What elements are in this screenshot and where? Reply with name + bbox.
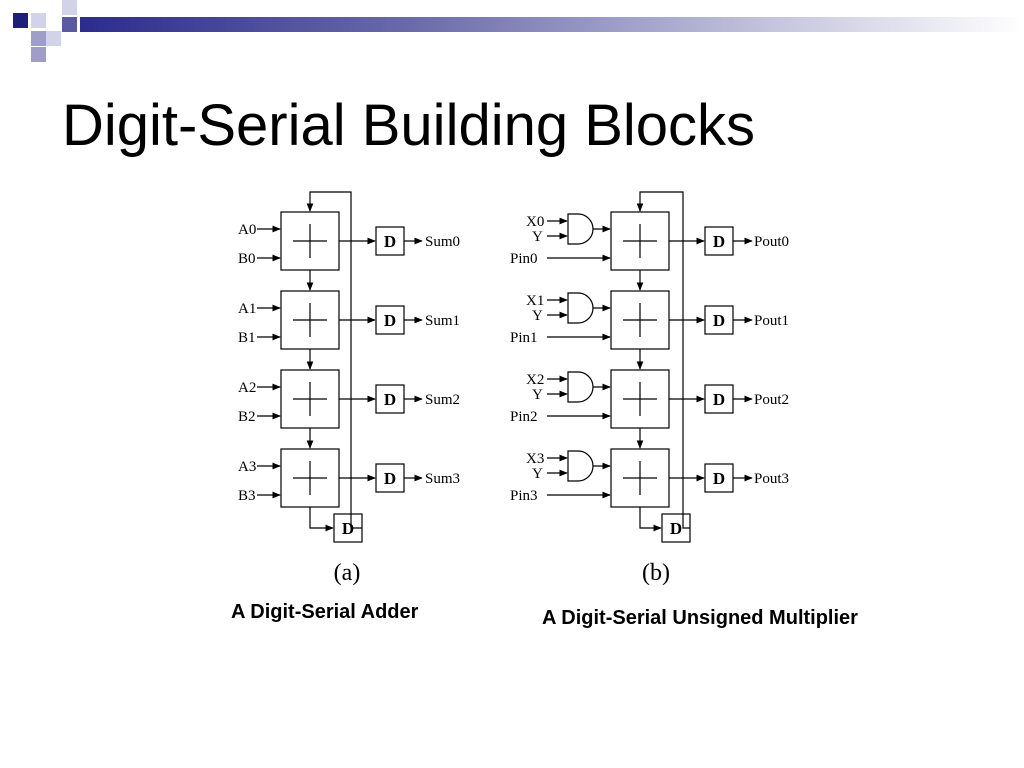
output-label: Pout3	[754, 471, 789, 487]
and-gate	[567, 450, 594, 482]
output-label: Sum2	[425, 392, 460, 408]
delay-label: D	[384, 232, 396, 251]
input-label-y: Y	[532, 387, 543, 403]
and-gate	[567, 292, 594, 324]
delay-box	[704, 305, 734, 335]
delay-box	[704, 226, 734, 256]
figure-label-a: (a)	[334, 560, 361, 586]
delay-label: D	[384, 469, 396, 488]
delay-label: D	[713, 311, 725, 330]
feedback-loop	[306, 191, 362, 529]
page-title: Digit-Serial Building Blocks	[62, 93, 756, 158]
input-label-pin: Pin3	[510, 488, 538, 504]
input-label-pin: Pin1	[510, 330, 538, 346]
corner-decoration	[13, 0, 77, 62]
input-label-y: Y	[532, 308, 543, 324]
input-label-pin: Pin2	[510, 409, 538, 425]
output-label: Pout2	[754, 392, 789, 408]
adder-caption: A Digit-Serial Adder	[231, 601, 419, 623]
delay-label: D	[713, 232, 725, 251]
output-label: Sum3	[425, 471, 460, 487]
input-label-a: A2	[238, 380, 256, 396]
input-label-pin: Pin0	[510, 251, 538, 267]
delay-box	[704, 463, 734, 493]
delay-label: D	[670, 519, 682, 538]
and-gate	[567, 371, 594, 403]
input-label-x: X2	[526, 372, 544, 388]
input-label-a: A0	[238, 222, 256, 238]
feedback-loop	[636, 191, 690, 529]
delay-box	[375, 463, 405, 493]
output-label: Sum1	[425, 313, 460, 329]
output-label: Sum0	[425, 234, 460, 250]
output-label: Pout1	[754, 313, 789, 329]
input-label-b: B3	[238, 488, 256, 504]
input-label-x: X0	[526, 214, 544, 230]
figure-label-b: (b)	[642, 560, 670, 586]
delay-box	[375, 226, 405, 256]
carry-out-arrow	[309, 507, 334, 532]
title-gradient-bar	[80, 17, 1024, 32]
delay-label: D	[384, 311, 396, 330]
delay-label: D	[713, 390, 725, 409]
input-label-y: Y	[532, 466, 543, 482]
input-label-b: B0	[238, 251, 256, 267]
input-label-x: X3	[526, 451, 544, 467]
input-label-b: B2	[238, 409, 256, 425]
input-label-x: X1	[526, 293, 544, 309]
input-label-y: Y	[532, 229, 543, 245]
delay-box	[704, 384, 734, 414]
and-gate	[567, 213, 594, 245]
delay-box	[375, 384, 405, 414]
multiplier-caption: A Digit-Serial Unsigned Multiplier	[542, 607, 858, 629]
delay-label: D	[713, 469, 725, 488]
output-label: Pout0	[754, 234, 789, 250]
delay-label: D	[384, 390, 396, 409]
input-label-a: A3	[238, 459, 256, 475]
input-label-a: A1	[238, 301, 256, 317]
carry-out-arrow	[639, 507, 662, 532]
input-label-b: B1	[238, 330, 256, 346]
